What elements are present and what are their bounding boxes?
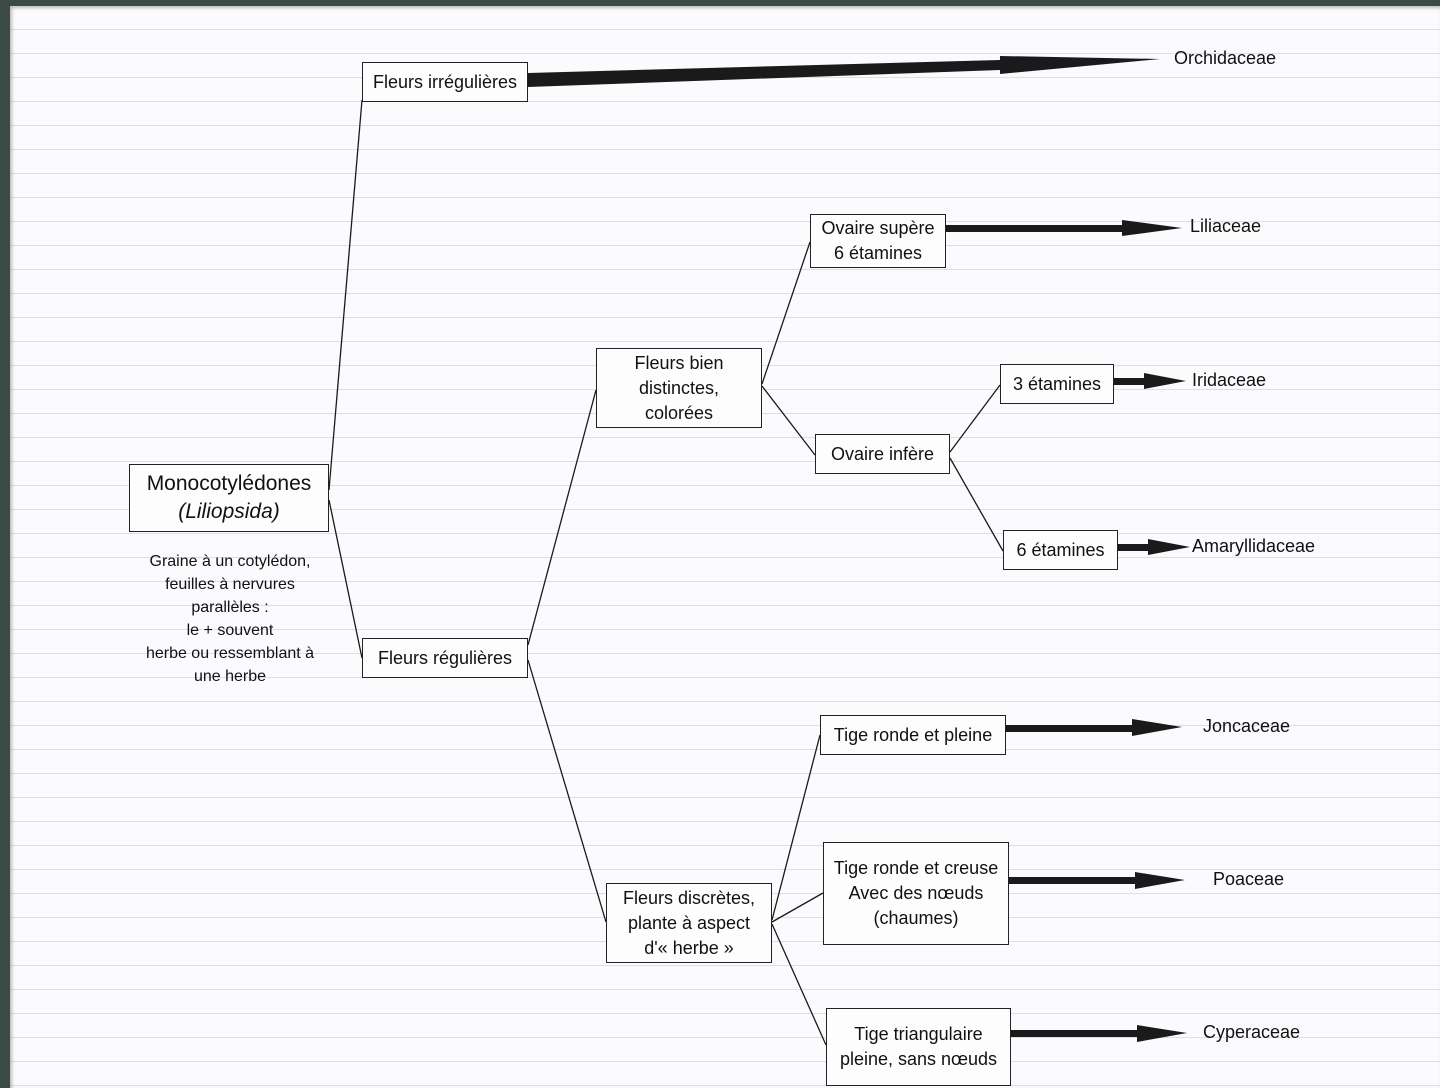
node-3-etamines: 3 étamines [1000,364,1114,404]
node-tige-ronde-creuse: Tige ronde et creuse Avec des nœuds (cha… [823,842,1009,945]
family-joncaceae: Joncaceae [1203,716,1291,736]
node-tige-triangulaire: Tige triangulaire pleine, sans nœuds [826,1008,1011,1086]
edge-root-irreg [328,99,363,491]
node-tige-ronde-pleine: Tige ronde et pleine [820,715,1006,755]
edge-infere-etam6 [949,457,1004,552]
edge-discretes-triang [771,923,827,1046]
arrow-poaceae [1009,872,1185,889]
family-liliaceae: Liliaceae [1190,216,1262,236]
monocot-description: Graine à un cotylédon, feuilles à nervur… [145,553,315,685]
edge-root-reg [328,499,363,659]
arrow-liliaceae [946,220,1182,236]
edge-bien-infere [761,385,816,456]
family-amaryllidaceae: Amaryllidaceae [1192,536,1316,556]
arrow-joncaceae [1006,719,1182,736]
node-fleurs-bien-distinctes: Fleurs bien distinctes, colorées [596,348,762,428]
node-fleurs-regulieres: Fleurs régulières [362,638,528,678]
node-fleurs-discretes: Fleurs discrètes, plante à aspect d'« he… [606,883,772,963]
node-monocotyledones: Monocotylédones (Liliopsida) [129,464,329,532]
family-cyperaceae: Cyperaceae [1203,1022,1301,1042]
family-poaceae: Poaceae [1213,869,1285,889]
node-monocotyledones-subtitle: (Liliopsida) [178,500,280,523]
edge-discretes-ronde-creuse [771,892,824,923]
family-iridaceae: Iridaceae [1192,370,1267,390]
arrow-orchidaceae [528,56,1160,87]
node-fleurs-irregulieres: Fleurs irrégulières [362,62,528,102]
node-monocotyledones-title: Monocotylédones [146,472,312,495]
node-ovaire-supere: Ovaire supère 6 étamines [810,214,946,268]
edge-discretes-ronde-pleine [771,734,821,921]
arrow-iridaceae [1114,373,1186,389]
edge-bien-supere [761,241,811,385]
edge-infere-etam3 [949,384,1001,453]
arrow-cyperaceae [1011,1025,1187,1042]
node-6-etamines: 6 étamines [1003,530,1118,570]
edge-reg-bien [527,389,597,646]
paper-sheet [10,6,1440,1088]
arrow-amaryllidaceae [1118,539,1190,555]
edge-reg-discretes [527,659,607,923]
family-orchidaceae: Orchidaceae [1174,48,1277,68]
node-ovaire-infere: Ovaire infère [815,434,950,474]
